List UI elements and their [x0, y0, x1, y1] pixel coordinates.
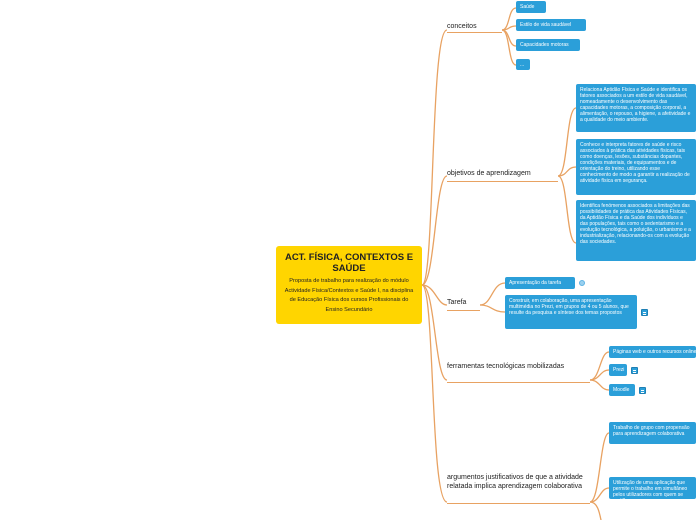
subtopic-moodle[interactable]: Moodle — [609, 384, 635, 396]
subtopic-construir-apresentacao[interactable]: Construir, em colaboração, uma apresenta… — [505, 295, 637, 329]
topic-conceitos[interactable]: conceitos — [447, 23, 477, 30]
note-icon[interactable] — [639, 387, 646, 394]
subtopic-objetivo-2[interactable]: Conhece e interpreta fatores de saúde e … — [576, 139, 696, 195]
central-topic-subtitle: Proposta de trabalho para realização do … — [284, 278, 414, 313]
topic-underline — [447, 382, 590, 383]
subtopic-trabalho-grupo[interactable]: Trabalho de grupo com propensão para apr… — [609, 422, 696, 444]
subtopic-apresentacao-tarefa[interactable]: Apresentação da tarefa — [505, 277, 575, 289]
subtopic-more[interactable]: ... — [516, 59, 530, 70]
subtopic-capacidades-motoras[interactable]: Capacidades motoras — [516, 39, 580, 51]
topic-underline — [447, 503, 590, 504]
note-icon[interactable] — [641, 309, 648, 316]
subtopic-prezi[interactable]: Prezi — [609, 364, 627, 376]
subtopic-objetivo-1[interactable]: Relaciona Aptidão Física e Saúde e ident… — [576, 84, 696, 132]
link-icon[interactable] — [579, 280, 585, 286]
subtopic-estilo-de-vida[interactable]: Estilo de vida saudável — [516, 19, 586, 31]
topic-argumentos[interactable]: argumentos justificativos de que a ativi… — [447, 474, 583, 490]
topic-underline — [447, 32, 502, 33]
subtopic-paginas-web[interactable]: Páginas web e outros recursos online — [609, 346, 696, 358]
subtopic-aplicacao-simultanea[interactable]: Utilização de uma aplicação que permite … — [609, 477, 696, 499]
topic-underline — [447, 310, 480, 311]
topic-objetivos[interactable]: objetivos de aprendizagem — [447, 170, 531, 177]
central-topic[interactable]: ACT. FÍSICA, CONTEXTOS E SAÚDE Proposta … — [276, 246, 422, 324]
topic-ferramentas[interactable]: ferramentas tecnológicas mobilizadas — [447, 363, 565, 370]
subtopic-objetivo-3[interactable]: Identifica fenómenos associados a limita… — [576, 200, 696, 261]
topic-underline — [447, 181, 558, 182]
topic-tarefa[interactable]: Tarefa — [447, 299, 467, 306]
subtopic-saude[interactable]: Saúde — [516, 1, 546, 13]
note-icon[interactable] — [631, 367, 638, 374]
central-topic-title: ACT. FÍSICA, CONTEXTOS E SAÚDE — [284, 252, 414, 274]
